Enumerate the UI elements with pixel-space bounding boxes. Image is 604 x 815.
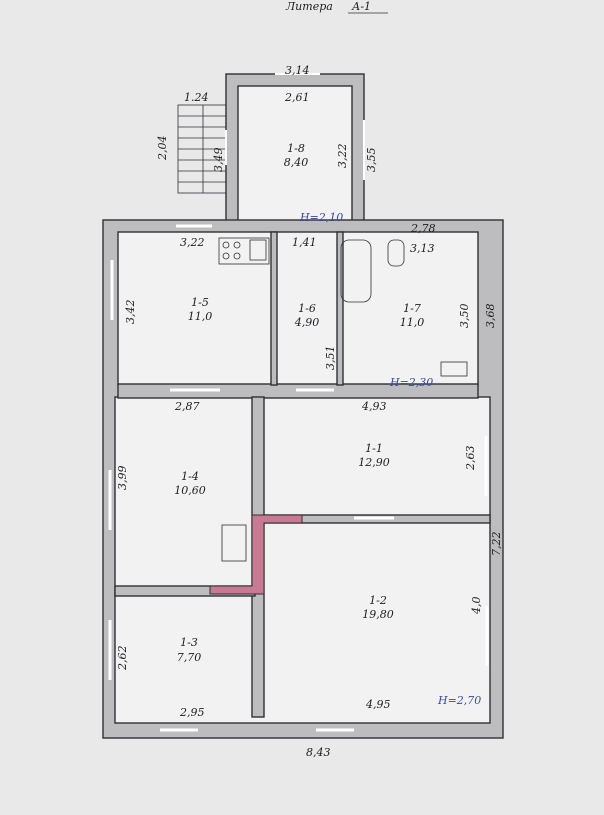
room-1-1-id: 1-1 <box>365 442 383 455</box>
window-openings <box>108 224 489 732</box>
dim-349: 3,49 <box>212 148 225 173</box>
height-veranda: H=2,10 <box>299 211 343 224</box>
dim-141: 1,41 <box>292 236 317 249</box>
room-labels: 1-1 12,90 1-2 19,80 1-3 7,70 1-4 10,60 1… <box>174 142 424 664</box>
dim-399: 3,99 <box>116 466 129 491</box>
room-1-6-area: 4,90 <box>294 316 320 329</box>
room-1-7-id: 1-7 <box>403 302 421 315</box>
room-1-3-area: 7,70 <box>177 651 202 664</box>
dim-287: 2,87 <box>174 400 200 413</box>
room-1-2-id: 1-2 <box>369 594 387 607</box>
dim-350: 3,50 <box>458 304 471 329</box>
dim-295: 2,95 <box>179 706 205 719</box>
header-prefix: Литера <box>285 0 333 13</box>
room-1-5-area: 11,0 <box>188 310 213 323</box>
veranda-walls <box>225 73 365 225</box>
room-1-5-id: 1-5 <box>191 296 209 309</box>
dim-495: 4,95 <box>365 698 391 711</box>
dim-722: 7,22 <box>490 532 503 557</box>
room-1-8-id: 1-8 <box>287 142 305 155</box>
house-walls <box>102 219 504 739</box>
dim-278: 2,78 <box>410 222 436 235</box>
dim-355: 3,55 <box>365 148 378 173</box>
dim-342: 3,42 <box>124 300 137 325</box>
dim-351: 3,51 <box>324 346 337 371</box>
dim-314: 3,14 <box>285 64 310 77</box>
dim-262: 2,62 <box>116 646 129 672</box>
dim-322v: 3,22 <box>336 144 349 169</box>
fixtures <box>218 237 468 562</box>
room-1-4-id: 1-4 <box>181 470 199 483</box>
dim-313: 3,13 <box>410 242 435 255</box>
height-main: H=2,70 <box>437 694 481 707</box>
dim-368: 3,68 <box>484 304 497 329</box>
height-middle: H=2,30 <box>389 376 433 389</box>
dimension-labels: 3,14 2,61 1.24 2,04 3,49 3,22 3,55 3,22 … <box>116 64 503 759</box>
room-1-1-area: 12,90 <box>358 456 390 469</box>
header-litera: А-1 <box>351 0 371 13</box>
room-1-7-area: 11,0 <box>400 316 425 329</box>
room-1-2-area: 19,80 <box>362 608 394 621</box>
dim-263: 2,63 <box>464 446 477 472</box>
dim-261: 2,61 <box>284 91 310 104</box>
dim-493: 4,93 <box>361 400 387 413</box>
dim-843: 8,43 <box>306 746 331 759</box>
dim-322: 3,22 <box>180 236 205 249</box>
dim-204: 2,04 <box>156 136 169 162</box>
dim-124: 1.24 <box>184 91 209 104</box>
stairs <box>177 104 229 194</box>
room-1-8-area: 8,40 <box>284 156 309 169</box>
room-1-3-id: 1-3 <box>180 636 198 649</box>
dim-40: 4,0 <box>470 597 483 616</box>
room-1-6-id: 1-6 <box>298 302 316 315</box>
room-1-4-area: 10,60 <box>174 484 206 497</box>
